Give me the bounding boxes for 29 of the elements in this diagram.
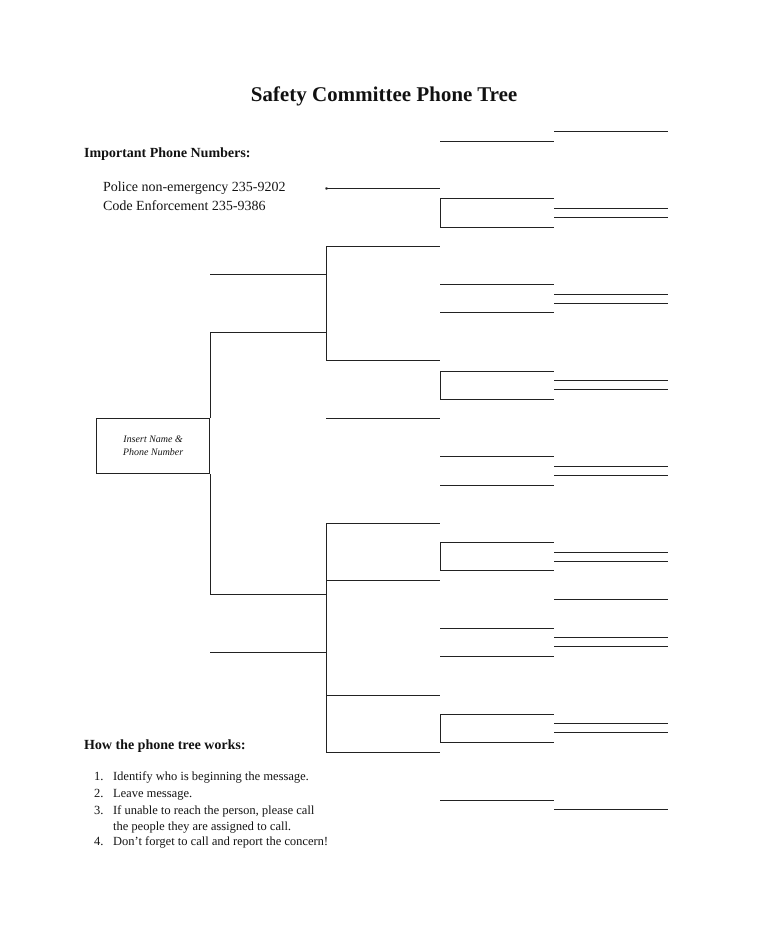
section-heading: How the phone tree works:	[84, 737, 246, 754]
list-number: 2.	[94, 786, 104, 802]
instruction-text: Identify who is beginning the message.	[113, 769, 309, 785]
connector-line	[326, 580, 327, 595]
list-number: 3.	[94, 803, 104, 819]
fill-in-line	[326, 752, 440, 753]
phone-number-text: Police non-emergency 235-9202	[103, 179, 286, 196]
connector-line	[210, 474, 211, 595]
fill-in-line	[210, 332, 326, 333]
placeholder-text: Insert Name & Phone Number	[122, 433, 184, 459]
fill-in-line	[326, 360, 440, 361]
list-number: 4.	[94, 834, 104, 850]
connector-line	[210, 332, 211, 418]
fill-in-line	[326, 246, 440, 247]
title: Safety Committee Phone Tree	[250, 82, 518, 107]
fill-in-line	[326, 695, 440, 696]
instruction-text: If unable to reach the person, please call the people they are assigned to call.	[113, 803, 316, 834]
connector-line	[326, 246, 327, 333]
fill-in-line	[210, 594, 326, 595]
name-box	[96, 418, 210, 474]
section-heading: Important Phone Numbers:	[84, 145, 250, 162]
instruction-text: Don’t forget to call and report the concern!	[113, 834, 328, 850]
fill-in-line	[326, 523, 440, 524]
instruction-text: Leave message.	[113, 786, 192, 802]
connector-line	[326, 332, 327, 361]
fill-in-line	[326, 580, 440, 581]
connector-line	[326, 594, 327, 753]
phone-number-text: Code Enforcement 235-9386	[103, 198, 266, 216]
list-number: 1.	[94, 769, 104, 785]
